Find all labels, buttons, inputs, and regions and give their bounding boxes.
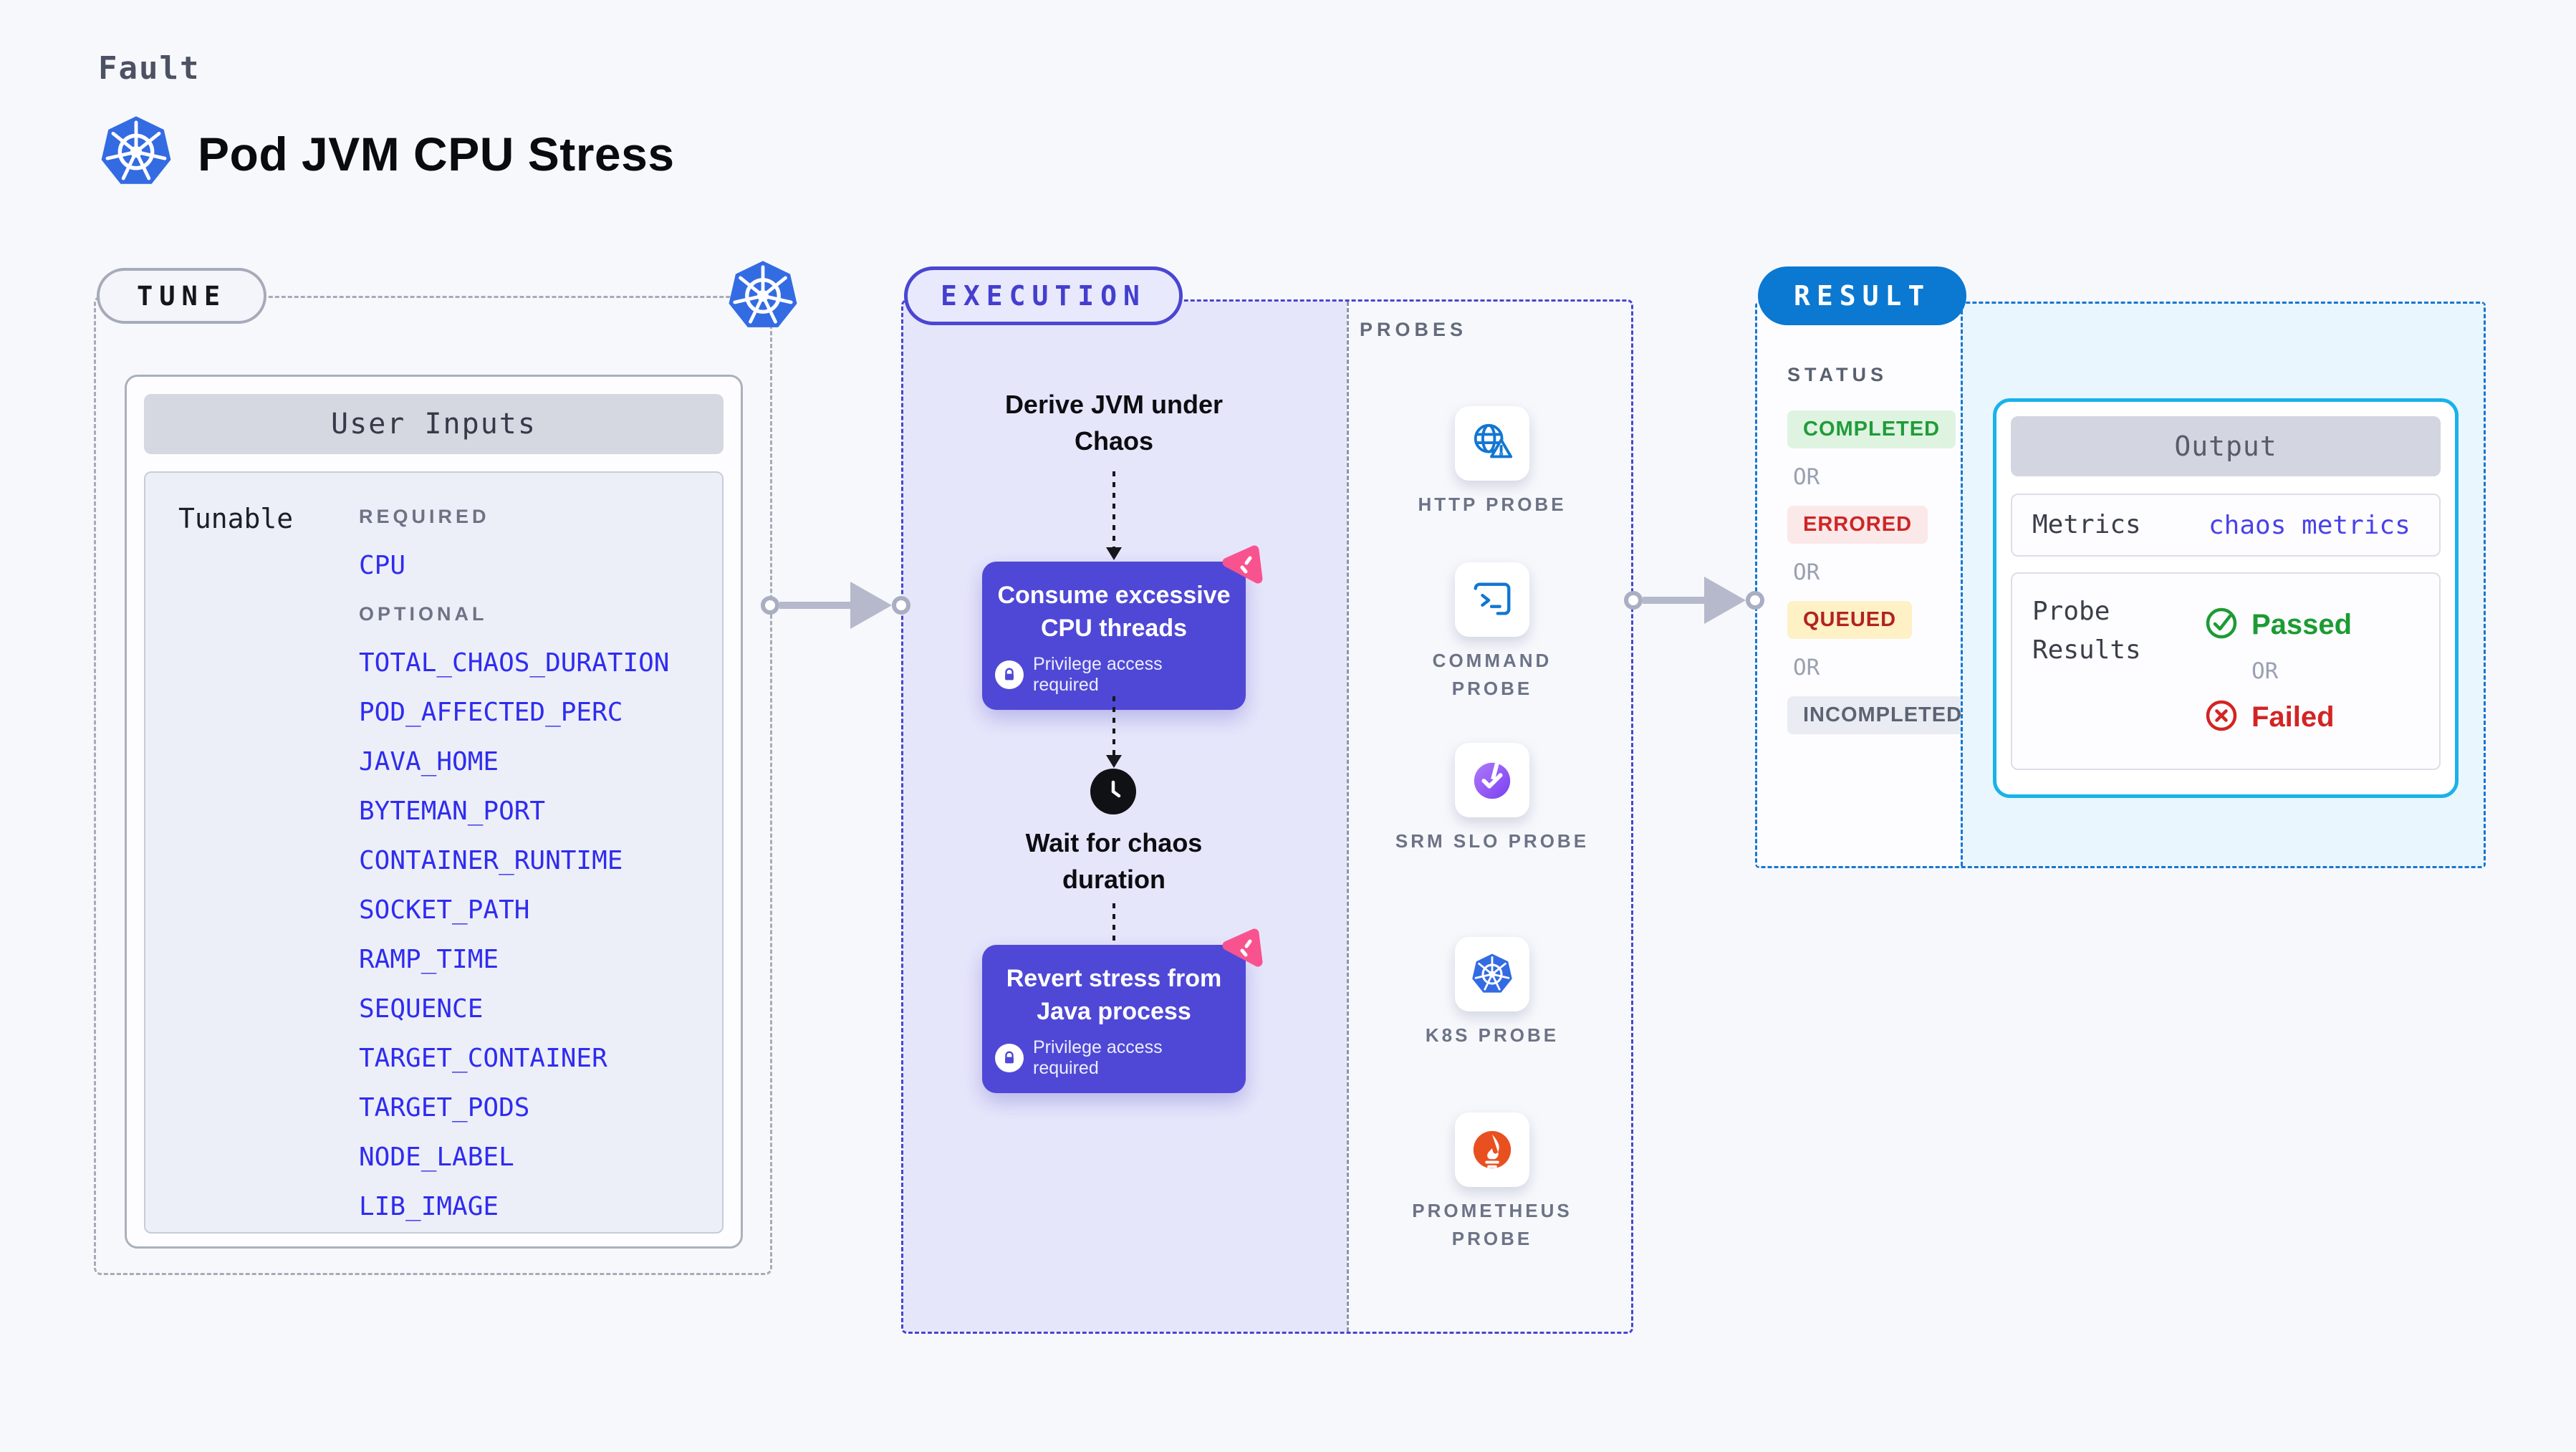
probes-title: PROBES [1360, 319, 1468, 340]
lock-icon [995, 1044, 1024, 1073]
flow-arrow-down-icon [1106, 696, 1122, 768]
output-card: Output Metrics chaos metrics Probe Resul… [1993, 398, 2459, 798]
probe-srm-slo: SRM SLO PROBE [1388, 743, 1596, 855]
or-separator: OR [2251, 658, 2279, 684]
probe-results-row: Probe Results Passed OR [2011, 572, 2441, 770]
step-consume-cpu: Consume excessive CPU threads Privilege … [982, 545, 1263, 711]
passed-line: Passed [2204, 606, 2419, 644]
step-derive-jvm: Derive JVM under Chaos [1004, 390, 1224, 456]
privilege-note: Privilege access required [995, 654, 1233, 696]
probes-divider [1347, 302, 1349, 1332]
required-label: REQUIRED [359, 506, 490, 527]
step-wait-duration: Wait for chaos duration [1025, 828, 1203, 895]
output-title: Output [2011, 416, 2441, 476]
step-label: Consume excessive CPU threads [997, 582, 1231, 643]
lock-icon [995, 660, 1024, 690]
kubernetes-icon [725, 258, 801, 334]
or-separator: OR [1793, 464, 1820, 490]
globe-alert-icon [1455, 406, 1529, 481]
metrics-row: Metrics chaos metrics [2011, 494, 2441, 557]
metrics-value: chaos metrics [2209, 510, 2411, 540]
parameter: CONTAINER_RUNTIME [359, 846, 623, 875]
result-section: STATUS COMPLETED OR ERRORED OR QUEUED OR… [1755, 302, 2486, 868]
result-badge: RESULT [1758, 266, 1967, 325]
chaos-spark-icon [1219, 544, 1264, 590]
step-label: Revert stress from Java process [1006, 965, 1222, 1026]
status-badge-incompleted: INCOMPLETED [1787, 696, 1979, 734]
parameter: TOTAL_CHAOS_DURATION [359, 648, 670, 678]
status-badge-queued: QUEUED [1787, 601, 1913, 639]
clock-icon [1090, 769, 1136, 814]
x-circle-icon [2204, 698, 2239, 736]
optional-label: OPTIONAL [359, 603, 488, 625]
check-circle-icon [2204, 606, 2239, 644]
connector-ring [1624, 591, 1643, 610]
parameter: JAVA_HOME [359, 747, 499, 777]
probe-results-values: Passed OR Failed [2204, 592, 2419, 750]
tune-badge: TUNE [97, 268, 267, 324]
parameter-list: REQUIRED CPU OPTIONAL TOTAL_CHAOS_DURATI… [359, 503, 669, 1232]
parameter: POD_AFFECTED_PERC [359, 698, 623, 727]
step-revert-stress: Revert stress from Java process Privileg… [982, 928, 1263, 1094]
parameter: LIB_IMAGE [359, 1192, 499, 1221]
fault-kicker: Fault [98, 50, 201, 87]
parameter: SOCKET_PATH [359, 895, 530, 925]
user-inputs-title: User Inputs [144, 394, 724, 454]
status-title: STATUS [1787, 364, 1888, 385]
kubernetes-icon [97, 113, 175, 194]
execution-to-result-arrow [1624, 577, 1764, 624]
parameter: NODE_LABEL [359, 1143, 514, 1172]
parameter: SEQUENCE [359, 994, 484, 1024]
probe-http: HTTP PROBE [1388, 406, 1596, 519]
execution-lane [903, 302, 1347, 1332]
status-badge-errored: ERRORED [1787, 506, 1928, 544]
terminal-icon [1455, 562, 1529, 637]
slo-pie-icon [1455, 743, 1529, 817]
probe-prometheus: PROMETHEUS PROBE [1388, 1112, 1596, 1253]
probe-results-label: Probe Results [2032, 597, 2141, 665]
page-title-row: Pod JVM CPU Stress [97, 113, 675, 194]
or-separator: OR [1793, 559, 1820, 585]
execution-badge: EXECUTION [904, 266, 1183, 325]
probe-command: COMMAND PROBE [1388, 562, 1596, 703]
connector-ring [761, 596, 779, 615]
parameter: BYTEMAN_PORT [359, 797, 546, 826]
or-separator: OR [1793, 655, 1820, 681]
flow-arrow-down-icon [1106, 471, 1122, 560]
tune-to-execution-arrow [761, 582, 910, 629]
privilege-note: Privilege access required [995, 1037, 1233, 1079]
tune-section [94, 296, 772, 1275]
metrics-label: Metrics [2032, 510, 2141, 539]
execution-section: Derive JVM under Chaos Consume excessive… [901, 299, 1633, 1334]
prometheus-flame-icon [1455, 1112, 1529, 1187]
failed-line: Failed [2204, 698, 2419, 736]
tunables-panel: Tunable REQUIRED CPU OPTIONAL TOTAL_CHAO… [144, 471, 724, 1234]
connector-ring [892, 596, 910, 615]
chaos-spark-icon [1219, 928, 1264, 973]
page-title: Pod JVM CPU Stress [198, 127, 675, 181]
connector-ring [1746, 591, 1764, 610]
parameter: TARGET_PODS [359, 1093, 530, 1122]
parameter: RAMP_TIME [359, 945, 499, 974]
probe-k8s: K8S PROBE [1388, 937, 1596, 1049]
tunable-group-label: Tunable [178, 503, 294, 534]
user-inputs-card: User Inputs Tunable REQUIRED CPU OPTIONA… [125, 375, 743, 1249]
status-column: STATUS COMPLETED OR ERRORED OR QUEUED OR… [1757, 304, 1979, 866]
parameter: TARGET_CONTAINER [359, 1044, 607, 1073]
kubernetes-icon [1455, 937, 1529, 1011]
status-badge-completed: COMPLETED [1787, 410, 1956, 448]
parameter: CPU [359, 551, 406, 580]
